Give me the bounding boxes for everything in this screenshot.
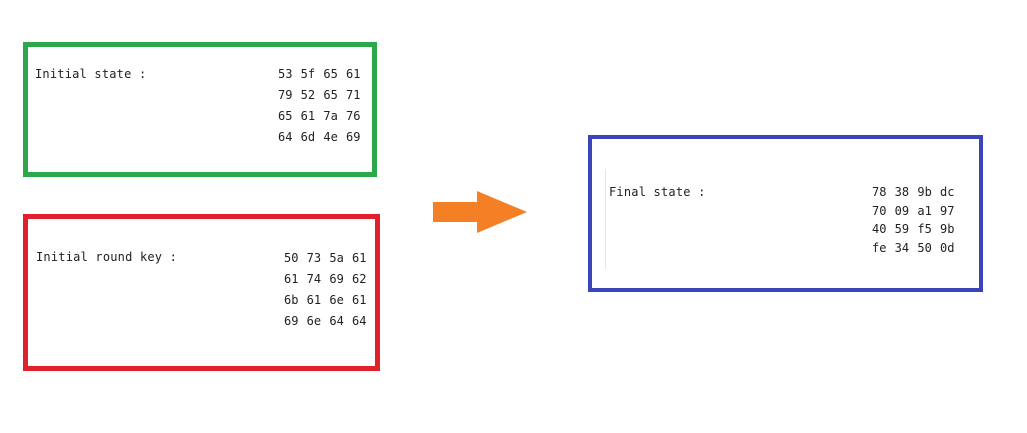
final-state-label: Final state :	[609, 185, 706, 199]
initial-state-label: Initial state :	[35, 67, 147, 81]
initial-state-row-2: 79 52 65 71	[278, 88, 361, 102]
final-state-box: Final state : 78 38 9b dc 70 09 a1 97 40…	[588, 135, 983, 292]
initial-round-key-row-3: 6b 61 6e 61	[284, 293, 367, 307]
initial-state-row-4: 64 6d 4e 69	[278, 130, 361, 144]
initial-round-key-box: Initial round key : 50 73 5a 61 61 74 69…	[23, 214, 380, 371]
initial-round-key-matrix: 50 73 5a 61 61 74 69 62 6b 61 6e 61 69 6…	[284, 248, 366, 332]
final-state-row-4: fe 34 50 0d	[872, 240, 955, 255]
final-state-row-2: 70 09 a1 97	[872, 203, 955, 218]
initial-state-matrix: 53 5f 65 61 79 52 65 71 65 61 7a 76 64 6…	[278, 64, 360, 148]
initial-state-row-3: 65 61 7a 76	[278, 109, 361, 123]
final-state-matrix: 78 38 9b dc 70 09 a1 97 40 59 f5 9b fe 3…	[872, 183, 954, 257]
divider-line	[605, 169, 606, 269]
initial-state-row-1: 53 5f 65 61	[278, 67, 361, 81]
initial-state-box: Initial state : 53 5f 65 61 79 52 65 71 …	[23, 42, 377, 177]
arrow-right-icon	[433, 191, 527, 233]
initial-round-key-row-2: 61 74 69 62	[284, 272, 367, 286]
final-state-row-1: 78 38 9b dc	[872, 185, 955, 199]
initial-round-key-row-1: 50 73 5a 61	[284, 251, 367, 265]
final-state-row-3: 40 59 f5 9b	[872, 222, 955, 236]
initial-round-key-label: Initial round key :	[36, 250, 178, 264]
arrow-right-shape	[433, 191, 527, 233]
initial-round-key-row-4: 69 6e 64 64	[284, 314, 367, 328]
